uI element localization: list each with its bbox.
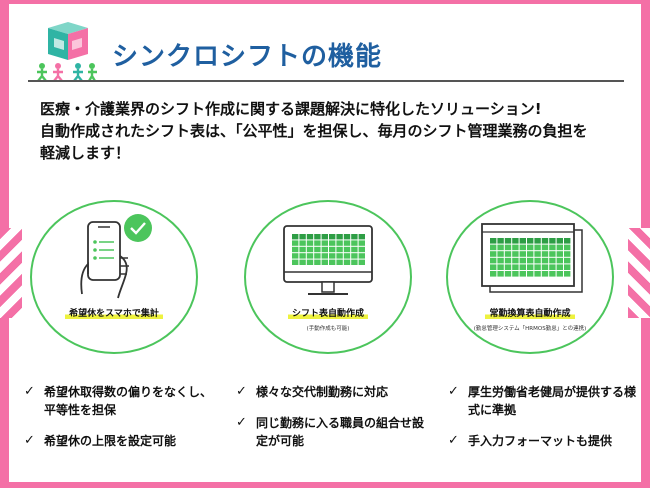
smartphone-hand-check-icon (80, 214, 152, 299)
check-icon: ✓ (448, 384, 459, 399)
left-stripe-decoration (0, 228, 22, 318)
check-icon: ✓ (24, 433, 35, 448)
feature-circle-smartphone: 希望休をスマホで集計 (30, 200, 198, 354)
list-item: ✓希望休の上限を設定可能 (24, 433, 177, 448)
feature-label: 希望休をスマホで集計 (32, 306, 196, 319)
feature-note: (勤怠管理システム「HRMOS勤怠」との連携) (473, 326, 587, 332)
page-title: シンクロシフトの機能 (112, 42, 383, 72)
list-item: ✓手入力フォーマットも提供 (448, 433, 613, 448)
check-icon: ✓ (448, 433, 459, 448)
intro-text: 医療・介護業界のシフト作成に関する課題解決に特化したソリューション! 自動作成さ… (40, 98, 620, 164)
right-stripe-decoration (628, 228, 650, 318)
check-icon: ✓ (236, 415, 247, 430)
check-icon: ✓ (236, 384, 247, 399)
intro-line: 軽減します！ (40, 144, 131, 162)
feature-circle-monitor: シフト表自動作成 (手動作成も可能) (244, 200, 412, 354)
list-item: ✓同じ勤務に入る職員の組合せ設定が可能 (236, 415, 425, 448)
synchro-shift-logo (37, 22, 97, 82)
feature-circle-document: 常勤換算表自動作成 (勤怠管理システム「HRMOS勤怠」との連携) (446, 200, 614, 354)
list-item: ✓厚生労働省老健局が提供する様式に準拠 (448, 384, 637, 417)
document-table-icon (481, 223, 583, 293)
list-item: ✓様々な交代制勤務に対応 (236, 384, 389, 399)
list-item: ✓希望休取得数の偏りをなくし、平等性を担保 (24, 384, 213, 417)
check-icon: ✓ (24, 384, 35, 399)
monitor-table-icon (283, 225, 373, 295)
feature-bullets: ✓厚生労働省老健局が提供する様式に準拠 ✓手入力フォーマットも提供 (446, 383, 636, 463)
feature-label: 常勤換算表自動作成 (448, 306, 612, 319)
title-divider (28, 80, 624, 82)
intro-line: 自動作成されたシフト表は、「公平性」を担保し、毎月のシフト管理業務の負担を (40, 122, 588, 140)
feature-bullets: ✓様々な交代制勤務に対応 ✓同じ勤務に入る職員の組合せ設定が可能 (234, 383, 424, 463)
intro-line: 医療・介護業界のシフト作成に関する課題解決に特化したソリューション! (40, 100, 542, 118)
feature-label: シフト表自動作成 (246, 306, 410, 319)
feature-note: (手動作成も可能) (306, 326, 350, 332)
feature-bullets: ✓希望休取得数の偏りをなくし、平等性を担保 ✓希望休の上限を設定可能 (22, 383, 212, 463)
